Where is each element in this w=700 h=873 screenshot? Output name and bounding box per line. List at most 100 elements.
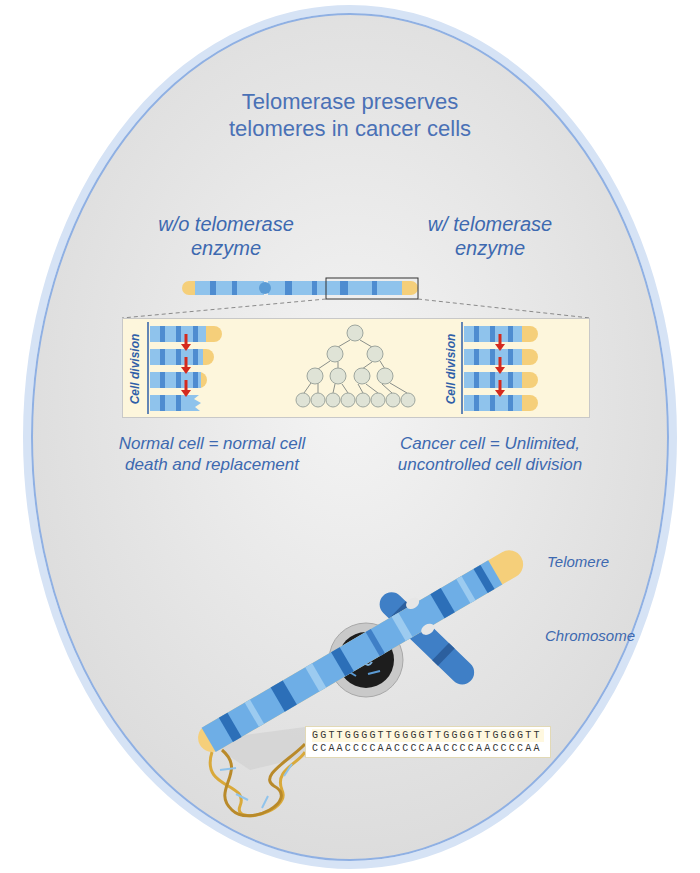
cell-lineage-arrows <box>304 383 311 393</box>
shortening-telomeres <box>193 326 198 342</box>
axis-label: Cell division <box>444 334 458 405</box>
division-panel: Cell division Cell division <box>122 318 590 418</box>
preserved-telomeres <box>464 395 538 411</box>
small-chromosome <box>268 281 402 295</box>
shortening-telomeres <box>150 326 222 411</box>
preserved-telomeres <box>490 372 495 388</box>
dna-helix <box>210 752 305 816</box>
chromosome <box>271 680 297 711</box>
cell-lineage-arrows <box>358 384 363 393</box>
cell-lineage-arrows <box>338 340 350 347</box>
enzyme-heading: w/ telomerase enzyme <box>400 212 580 260</box>
preserved-telomeres <box>474 395 479 411</box>
small-chromosome <box>340 281 348 295</box>
sister-chromatid <box>432 643 454 666</box>
cell-lineage-arrows <box>318 383 319 393</box>
small-chromosome <box>182 281 418 295</box>
division-arrows <box>499 380 502 391</box>
cell-lineage <box>377 368 393 384</box>
division-axis <box>148 322 462 414</box>
cell-lineage <box>296 325 415 407</box>
chromosome <box>430 588 454 618</box>
shortening-telomeres <box>150 395 201 411</box>
preserved-telomeres <box>464 372 522 388</box>
enzyme-heading: w/o telomerase enzyme <box>136 212 316 260</box>
division-arrows <box>185 334 188 345</box>
small-chromosome <box>268 281 418 295</box>
part-label: Chromosome <box>545 627 635 645</box>
zoom-box <box>122 299 326 318</box>
cell-fate-note: Normal cell = normal cell death and repl… <box>110 433 315 475</box>
shortening-telomeres <box>160 349 165 365</box>
panel-ground <box>122 318 590 418</box>
preserved-telomeres <box>508 372 513 388</box>
dna-helix <box>262 796 268 808</box>
shortening-telomeres <box>176 349 181 365</box>
chromosome <box>202 560 503 752</box>
shortening-telomeres <box>150 372 201 388</box>
division-arrows <box>181 390 191 397</box>
cell-lineage-arrows <box>366 384 378 393</box>
division-arrows <box>495 390 505 397</box>
cell-lineage-arrows <box>304 340 407 393</box>
division-arrows <box>181 367 191 374</box>
preserved-telomeres <box>508 349 513 365</box>
cell-lineage <box>330 368 346 384</box>
preserved-telomeres <box>508 326 513 342</box>
division-axis <box>147 322 149 414</box>
division-arrows <box>499 334 502 345</box>
cell-lineage <box>356 393 370 407</box>
dna-sequence: GGTTGGGGTTGGGGTTGGGGTTGGGGTT <box>312 729 544 742</box>
chromosome <box>366 629 385 656</box>
cell-lineage-arrows <box>333 384 335 393</box>
small-chromosome <box>372 281 377 295</box>
cell-lineage <box>307 368 323 384</box>
small-chromosome <box>210 281 216 295</box>
shortening-telomeres <box>193 372 198 388</box>
cell-lineage-arrows <box>382 384 392 393</box>
chromosome <box>219 713 242 742</box>
preserved-telomeres <box>474 349 479 365</box>
division-arrows <box>495 367 505 374</box>
cell-lineage <box>326 393 340 407</box>
preserved-telomeres <box>474 326 479 342</box>
chromosome <box>305 663 326 691</box>
shortening-telomeres <box>160 395 165 411</box>
chromosome <box>404 596 421 612</box>
sequence-box: GGTTGGGGTTGGGGTTGGGGTTGGGGTTCCAACCCCAACC… <box>305 726 551 758</box>
chromosome <box>245 700 264 727</box>
oval-frame <box>27 9 673 865</box>
shortening-telomeres <box>150 349 214 365</box>
shortening-telomeres <box>193 349 198 365</box>
zoom-box <box>122 278 590 318</box>
shortening-telomeres <box>176 326 181 342</box>
zoom-box <box>326 278 418 299</box>
division-arrows <box>495 344 505 351</box>
chromosome <box>474 565 495 593</box>
shortening-telomeres <box>150 349 203 365</box>
oval-frame <box>32 14 668 860</box>
axis-label: Cell division <box>128 334 142 405</box>
preserved-telomeres <box>464 349 522 365</box>
division-arrows <box>185 357 188 368</box>
cell-lineage-arrows <box>390 383 407 393</box>
cell-lineage <box>327 346 343 362</box>
cell-lineage-arrows <box>360 340 372 347</box>
dna-helix <box>220 768 236 770</box>
preserved-telomeres <box>464 326 522 342</box>
dna-helix <box>222 744 305 816</box>
preserved-telomeres <box>490 349 495 365</box>
division-arrows <box>495 334 505 397</box>
cell-lineage-arrows <box>318 361 330 369</box>
shortening-telomeres <box>176 372 181 388</box>
chromosome <box>456 576 475 603</box>
dna-sequence: CCAACCCCAACCCCAACCCCAACCCCAA <box>312 742 544 755</box>
preserved-telomeres <box>474 372 479 388</box>
diagram-title: Telomerase preserves telomeres in cancer… <box>200 88 500 142</box>
cell-lineage <box>386 393 400 407</box>
preserved-telomeres <box>490 326 495 342</box>
preserved-telomeres <box>490 395 495 411</box>
shortening-telomeres <box>150 372 207 388</box>
division-arrows <box>181 344 191 351</box>
cell-lineage <box>296 393 310 407</box>
